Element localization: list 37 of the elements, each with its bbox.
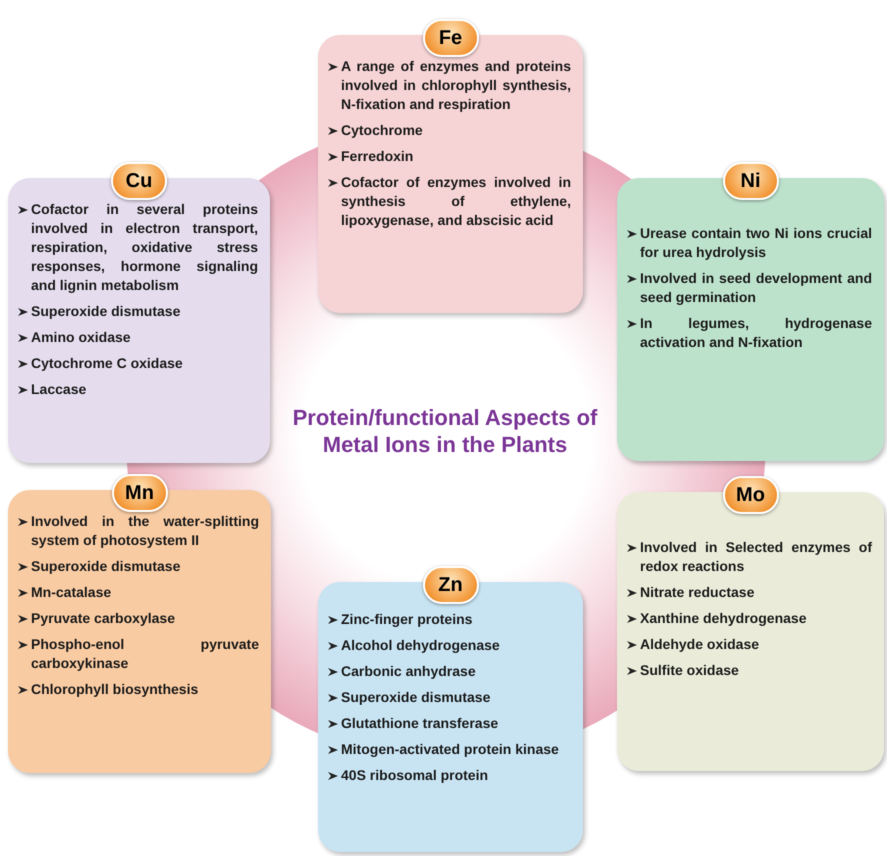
bullet-text: Superoxide dismutase [31, 557, 180, 576]
metal-badge: Cu [111, 162, 167, 200]
bullet-text: Superoxide dismutase [31, 302, 180, 321]
metal-badge: Fe [422, 19, 478, 57]
metal-badge: Mn [112, 474, 168, 512]
bullet-text: Pyruvate carboxylase [31, 609, 175, 628]
bullet-text: Superoxide dismutase [341, 688, 490, 707]
bullet-text: Cofactor in several proteins involved in electron transport, respiration, oxidative stress responses, hormone signaling and lignin metabolism [31, 200, 258, 295]
bullet-text: Alcohol dehydrogenase [341, 636, 500, 655]
bullet-text: Cofactor of enzymes involved in synthesis of ethylene, lipoxygenase, and abscisic acid [341, 173, 571, 230]
bullet-text: Amino oxidase [31, 328, 131, 347]
title: Protein/functional Aspects of Metal Ions in the Plants [292, 404, 598, 458]
bullet-text: Involved in the water-splitting system of photosystem II [31, 512, 259, 550]
metal-badge: Ni [722, 162, 778, 200]
bullet-text: Laccase [31, 380, 86, 399]
bullet-text: Nitrate reductase [640, 583, 754, 602]
bullet-text: 40S ribosomal protein [341, 766, 488, 785]
bullet-text: Ferredoxin [341, 147, 414, 166]
bullet-text: Xanthine dehydrogenase [640, 609, 806, 628]
bullet-text: Involved in Selected enzymes of redox reactions [640, 538, 872, 576]
bullet-text: Cytochrome C oxidase [31, 354, 183, 373]
metal-badge: Mo [722, 476, 778, 514]
bullet-text: A range of enzymes and proteins involved in chlorophyll synthesis, N-fixation and respiration [341, 57, 571, 114]
bullet-text: Mn-catalase [31, 583, 112, 602]
bullet-text: Phospho-enol pyruvate carboxykinase [31, 635, 259, 673]
bullet-text: Aldehyde oxidase [640, 635, 760, 654]
bullet-text: Zinc-finger proteins [341, 610, 472, 629]
bullet-text: Glutathione transferase [341, 714, 498, 733]
bullet-text: Urease contain two Ni ions crucial for urea hydrolysis [640, 224, 872, 262]
bullet-text: Cytochrome [341, 121, 423, 140]
bullet-text: Carbonic anhydrase [341, 662, 476, 681]
bullet-text: Mitogen-activated protein kinase [341, 740, 559, 759]
bullet-text: Sulfite oxidase [640, 661, 739, 680]
bullet-text: In legumes, hydrogenase activation and N-fixation [640, 314, 872, 352]
metal-badge: Zn [422, 566, 478, 604]
bullet-text: Involved in seed development and seed germination [640, 269, 872, 307]
bullet-text: Chlorophyll biosynthesis [31, 680, 198, 699]
